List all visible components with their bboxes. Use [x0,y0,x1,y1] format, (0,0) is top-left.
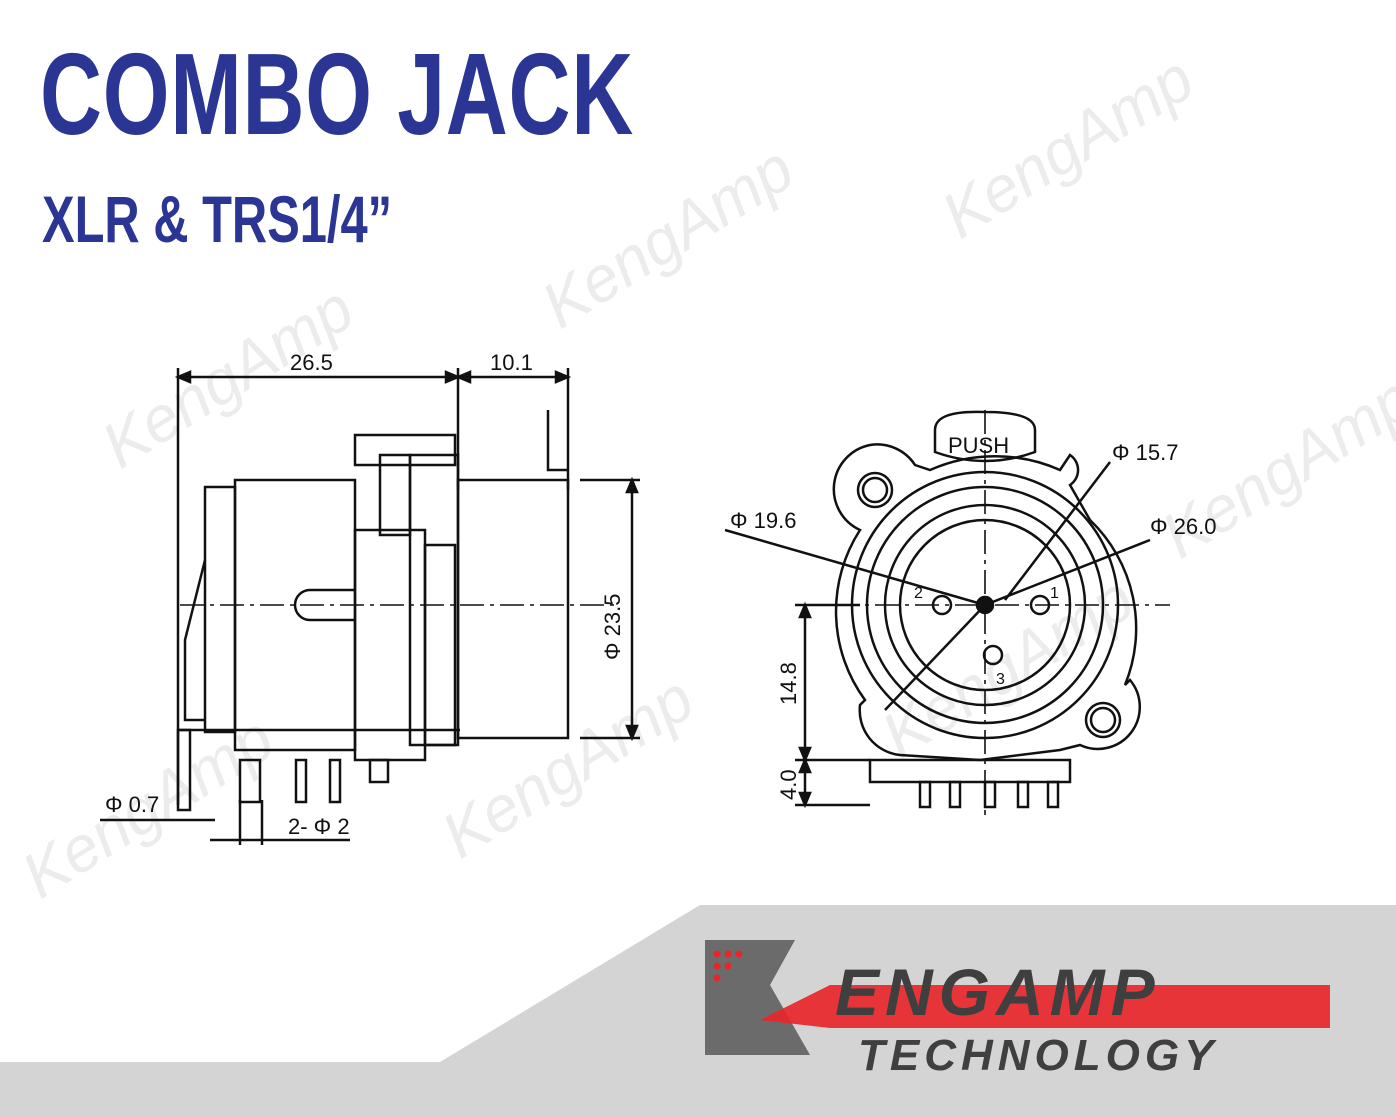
logo-name: ENGAMP [835,955,1161,1029]
pin-label-3: 3 [996,671,1005,688]
dim-4-0: 4.0 [776,769,801,800]
mount-hole-top [856,471,894,509]
rear-housing [203,485,237,734]
side-view-labels: 26.5 10.1 Φ 23.5 Φ 0.7 2- Φ 2 [105,350,625,839]
watermark: KengAmp KengAmp KengAmp KengAmp KengAmp … [9,42,1396,912]
front-view-labels: PUSH Φ 15.7 Φ 19.6 Φ 26.0 14.8 4.0 1 2 3 [730,433,1216,800]
dim-phi-0-7: Φ 0.7 [105,792,159,817]
svg-text:KengAmp: KengAmp [1149,362,1396,572]
dim-phi-15-7: Φ 15.7 [1112,440,1178,465]
dim-phi-19-6: Φ 19.6 [730,508,796,533]
logo-dots [713,950,743,982]
dim-26-5: 26.5 [290,350,333,375]
logo-arrow [760,985,1330,1028]
push-label: PUSH [948,433,1009,458]
page-title: COMBO JACK [40,29,634,159]
push-tab [933,410,1037,463]
pin-label-2: 2 [914,585,923,602]
engamp-logo: ENGAMP TECHNOLOGY [705,940,1330,1080]
svg-text:KengAmp: KengAmp [869,562,1146,772]
flange-outline [832,443,1142,762]
dim-2-phi-2: 2- Φ 2 [288,814,350,839]
logo-mark [705,940,810,1055]
front-housing [456,478,570,740]
dim-phi-26-0: Φ 26.0 [1150,514,1216,539]
svg-text:KengAmp: KengAmp [529,132,806,342]
page-subtitle: XLR & TRS1/4” [42,182,393,256]
side-view [100,368,640,845]
front-view [724,410,1170,815]
logo-tagline: TECHNOLOGY [858,1031,1218,1080]
footer-band [0,905,1396,1117]
svg-text:KengAmp: KengAmp [929,42,1206,252]
dim-10-1: 10.1 [490,350,533,375]
mount-hole-bottom [1084,701,1122,739]
dim-14-8: 14.8 [776,662,801,705]
pin-label-1: 1 [1050,585,1059,602]
dim-phi-23-5: Φ 23.5 [600,594,625,660]
